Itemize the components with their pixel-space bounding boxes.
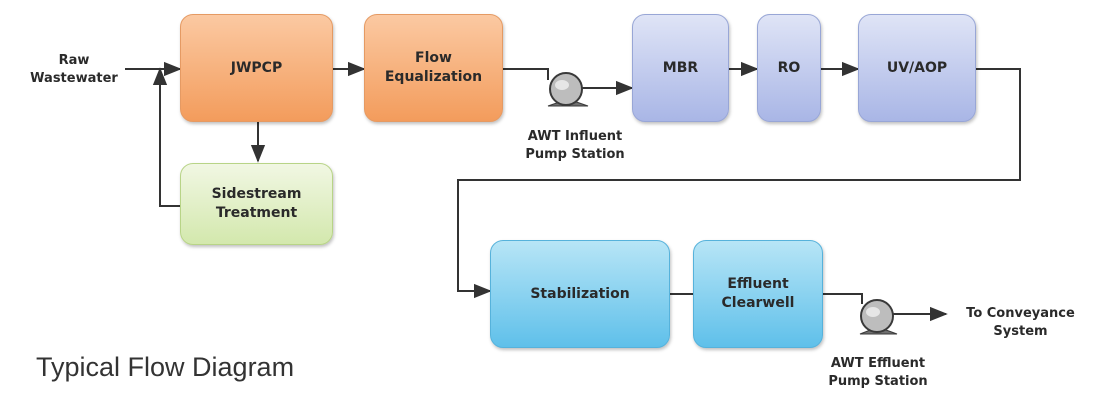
awt-effluent-pump-station-label: AWT Effluent Pump Station — [828, 356, 928, 389]
sidestream-return-line — [152, 67, 180, 207]
pump-icon — [859, 299, 898, 335]
stabilization-box: Stabilization — [490, 240, 670, 348]
flow-equalization-box: Flow Equalization — [364, 14, 503, 122]
uv-aop-box: UV/AOP — [858, 14, 976, 122]
awt-influent-pump-station-label: AWT Influent Pump Station — [525, 129, 625, 162]
line-clearwell-to-effluent-pump — [823, 293, 863, 304]
ro-box: RO — [757, 14, 821, 122]
to-conveyance-system-label: To Conveyance System — [966, 306, 1075, 339]
jwpcp-box: JWPCP — [180, 14, 333, 122]
pump-icon — [547, 72, 589, 107]
diagram-caption: Typical Flow Diagram — [36, 352, 295, 382]
line-floweq-to-influent-pump — [503, 68, 549, 80]
mbr-box: MBR — [632, 14, 729, 122]
line-uvaop-to-stabilization — [457, 68, 1021, 299]
effluent-clearwell-box: Effluent Clearwell — [693, 240, 823, 348]
sidestream-treatment-box: Sidestream Treatment — [180, 163, 333, 245]
raw-wastewater-label: Raw Wastewater — [30, 53, 118, 86]
